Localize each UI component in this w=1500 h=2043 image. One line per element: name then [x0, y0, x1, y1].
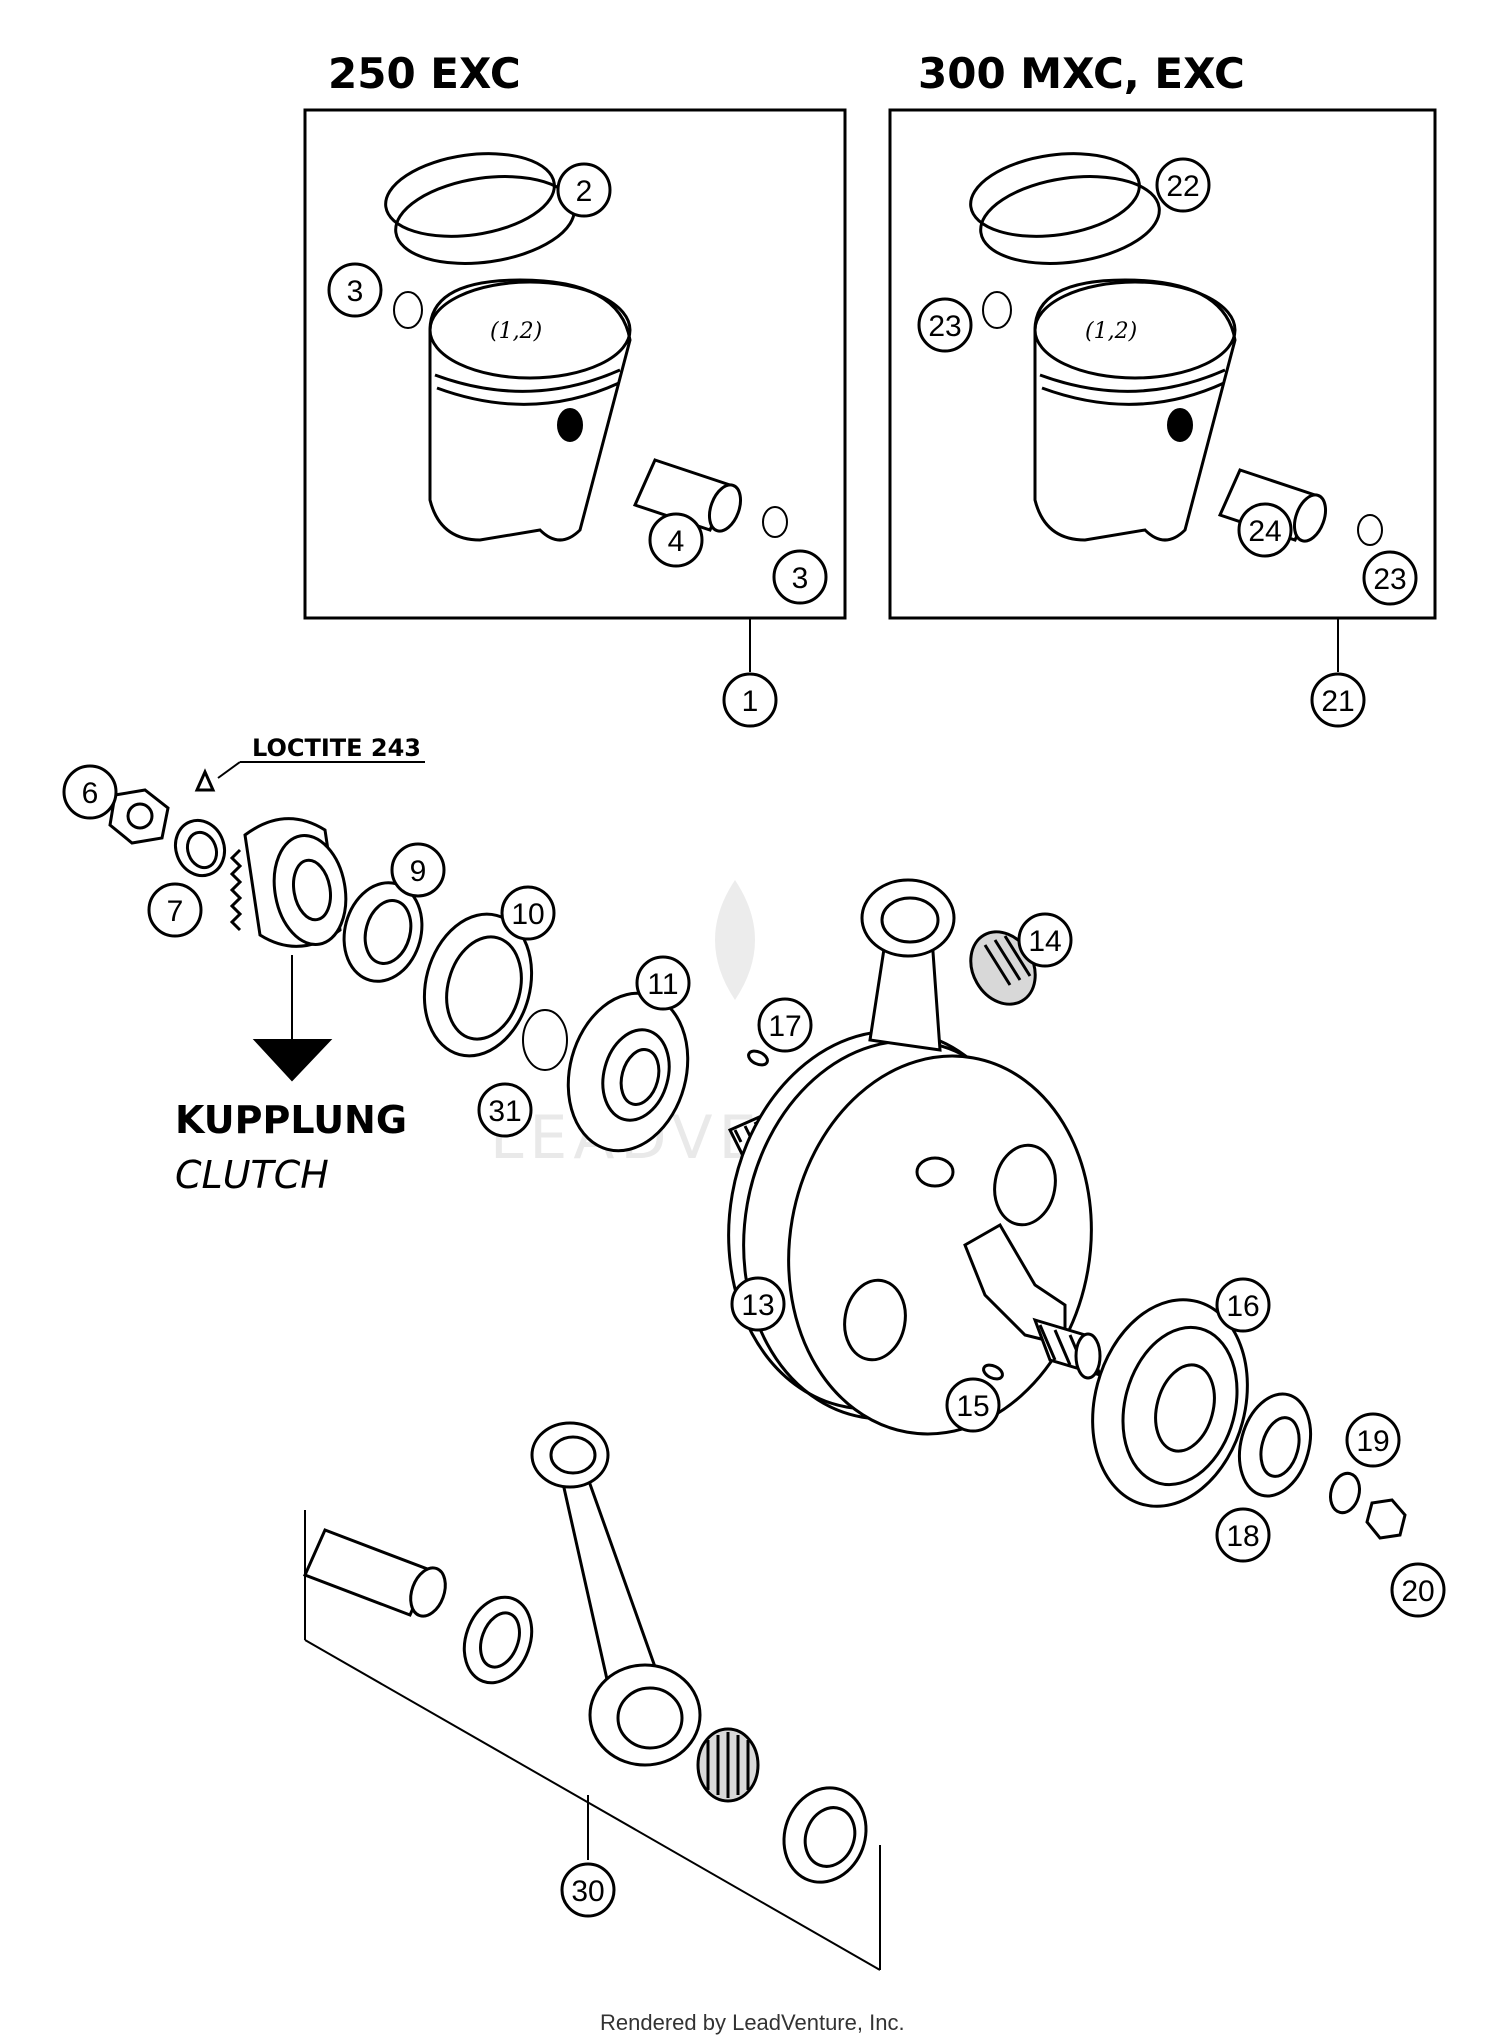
- callout-24: 24: [1237, 502, 1293, 558]
- callout-circle: [635, 955, 691, 1011]
- callout-circle: [390, 842, 446, 898]
- callout-18: 18: [1215, 1507, 1271, 1563]
- callout-circle: [477, 1082, 533, 1138]
- callout-number: 30: [571, 1875, 604, 1908]
- callout-number: 3: [347, 275, 364, 308]
- callout-circle: [500, 885, 556, 941]
- callout-circle: [1237, 502, 1293, 558]
- primary-gear-part: [229, 817, 348, 948]
- callout-6: 6: [62, 764, 118, 820]
- callout-circle: [1390, 1562, 1446, 1618]
- callout-number: 14: [1028, 925, 1061, 958]
- loctite-note: LOCTITE 243: [252, 734, 421, 762]
- callout-15: 15: [945, 1377, 1001, 1433]
- callout-circle: [1215, 1277, 1271, 1333]
- callout-3: 3: [327, 262, 383, 318]
- callout-number: 23: [928, 310, 961, 343]
- callout-11: 11: [635, 955, 691, 1011]
- callout-16: 16: [1215, 1277, 1271, 1333]
- callout-23: 23: [917, 297, 973, 353]
- piston-marking: (1,2): [490, 319, 542, 344]
- nut-part: [108, 788, 170, 845]
- callout-number: 1: [742, 685, 759, 718]
- callout-circle: [757, 997, 813, 1053]
- callout-19: 19: [1345, 1412, 1401, 1468]
- callout-circle: [945, 1377, 1001, 1433]
- callout-number: 22: [1166, 170, 1199, 203]
- watermark-flame-icon: [715, 880, 755, 1000]
- right-box-heading: 300 MXC, EXC: [918, 49, 1245, 98]
- callout-circle: [730, 1276, 786, 1332]
- clutch-label-de: KUPPLUNG: [175, 1098, 407, 1142]
- callout-circle: [722, 672, 778, 728]
- callout-number: 20: [1401, 1575, 1434, 1608]
- callout-circle: [917, 297, 973, 353]
- callout-4: 4: [648, 512, 704, 568]
- callout-9: 9: [390, 842, 446, 898]
- clutch-arrow-icon: [252, 1039, 333, 1082]
- footer-credit: Rendered by LeadVenture, Inc.: [600, 2010, 905, 2035]
- callout-number: 13: [741, 1289, 774, 1322]
- callout-circle: [772, 549, 828, 605]
- callout-number: 17: [768, 1010, 801, 1043]
- piston-kit-300-box: (1,2): [888, 108, 1437, 620]
- callout-3: 3: [772, 549, 828, 605]
- callout-number: 15: [956, 1390, 989, 1423]
- callout-circle: [1017, 912, 1073, 968]
- callout-circle: [1155, 157, 1211, 213]
- callout-14: 14: [1017, 912, 1073, 968]
- callout-circle: [560, 1862, 616, 1918]
- callout-13: 13: [730, 1276, 786, 1332]
- callout-circle: [556, 162, 612, 218]
- conrod-kit-30: [302, 1421, 881, 1971]
- crankshaft-part: [727, 878, 1103, 1436]
- callout-number: 2: [576, 175, 593, 208]
- callout-number: 9: [410, 855, 427, 888]
- callout-number: 7: [167, 895, 184, 928]
- callout-20: 20: [1390, 1562, 1446, 1618]
- callout-17: 17: [757, 997, 813, 1053]
- callout-30: 30: [560, 1862, 616, 1918]
- piston-kit-250-box: (1,2): [303, 108, 847, 620]
- callout-number: 10: [511, 898, 544, 931]
- callout-number: 16: [1226, 1290, 1259, 1323]
- callout-number: 18: [1226, 1520, 1259, 1553]
- callout-circle: [62, 764, 118, 820]
- callout-circle: [147, 882, 203, 938]
- callouts: 1233467910111314151617181920212223232430…: [62, 157, 1446, 1918]
- callout-31: 31: [477, 1082, 533, 1138]
- callout-number: 6: [82, 777, 99, 810]
- callout-circle: [1310, 672, 1366, 728]
- callout-number: 24: [1248, 515, 1281, 548]
- callout-number: 23: [1373, 563, 1406, 596]
- callout-circle: [327, 262, 383, 318]
- callout-circle: [1345, 1412, 1401, 1468]
- callout-22: 22: [1155, 157, 1211, 213]
- callout-circle: [1362, 550, 1418, 606]
- callout-circle: [1215, 1507, 1271, 1563]
- callout-21: 21: [1310, 672, 1366, 728]
- callout-2: 2: [556, 162, 612, 218]
- callout-23: 23: [1362, 550, 1418, 606]
- callout-1: 1: [722, 672, 778, 728]
- callout-10: 10: [500, 885, 556, 941]
- callout-number: 4: [668, 525, 685, 558]
- callout-number: 19: [1356, 1425, 1389, 1458]
- callout-number: 31: [488, 1095, 521, 1128]
- left-box-heading: 250 EXC: [328, 49, 521, 98]
- piston-marking: (1,2): [1085, 319, 1137, 344]
- callout-number: 3: [792, 562, 809, 595]
- callout-number: 21: [1321, 685, 1354, 718]
- callout-number: 11: [647, 968, 678, 1001]
- callout-circle: [648, 512, 704, 568]
- clutch-label-en: CLUTCH: [175, 1153, 329, 1197]
- callout-7: 7: [147, 882, 203, 938]
